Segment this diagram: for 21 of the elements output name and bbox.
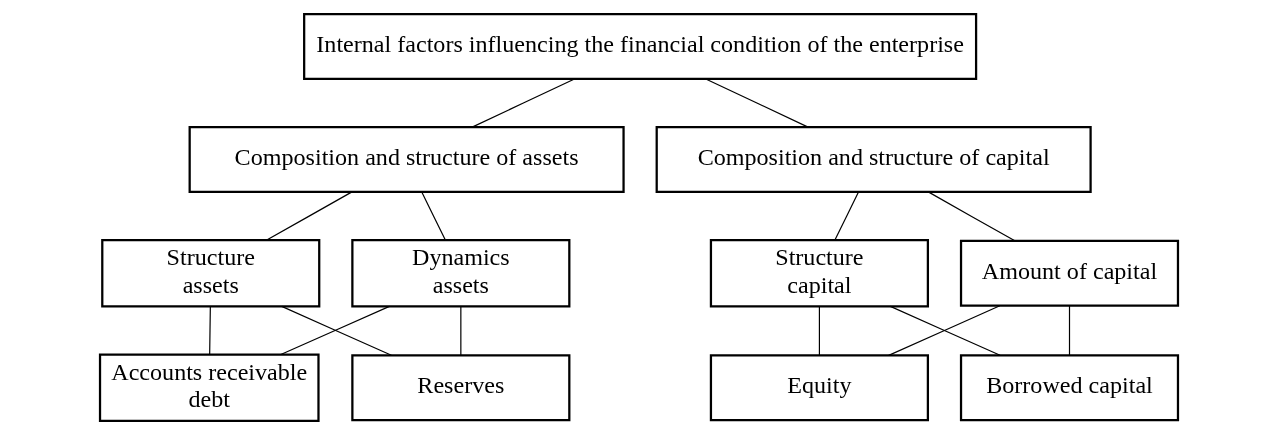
node-box: Internal factors influencing the financial condition of the enterprise xyxy=(302,13,977,81)
node-box: Structure assets xyxy=(100,238,320,308)
connector xyxy=(704,78,809,128)
node-box: Equity xyxy=(709,354,929,422)
node-box: Composition and structure of assets xyxy=(188,126,625,193)
node-box: Structure capital xyxy=(709,238,929,308)
connector xyxy=(1068,305,1070,356)
node-box: Accounts receivable debt xyxy=(98,353,320,422)
connector xyxy=(208,305,211,356)
connector xyxy=(818,305,820,356)
node-box: Amount of capital xyxy=(959,239,1179,307)
connector xyxy=(471,78,575,128)
connector xyxy=(833,191,859,241)
node-box: Composition and structure of capital xyxy=(655,126,1092,193)
node-box: Dynamics assets xyxy=(350,238,570,308)
node-box: Borrowed capital xyxy=(959,354,1179,422)
connector xyxy=(420,191,446,241)
connector xyxy=(927,191,1015,242)
node-box: Reserves xyxy=(350,354,570,422)
connector xyxy=(459,305,461,356)
connector xyxy=(265,191,352,241)
